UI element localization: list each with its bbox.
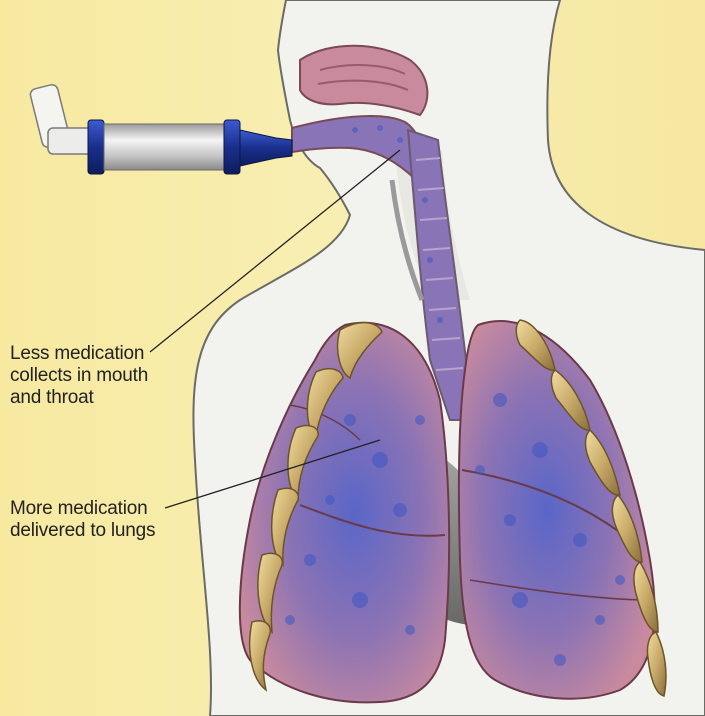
spacer-icon <box>88 120 292 174</box>
inhaler-icon <box>29 84 92 154</box>
label-lungs: More medication delivered to lungs <box>10 498 170 542</box>
label-mouth-throat: Less medication collects in mouth and th… <box>10 343 160 409</box>
